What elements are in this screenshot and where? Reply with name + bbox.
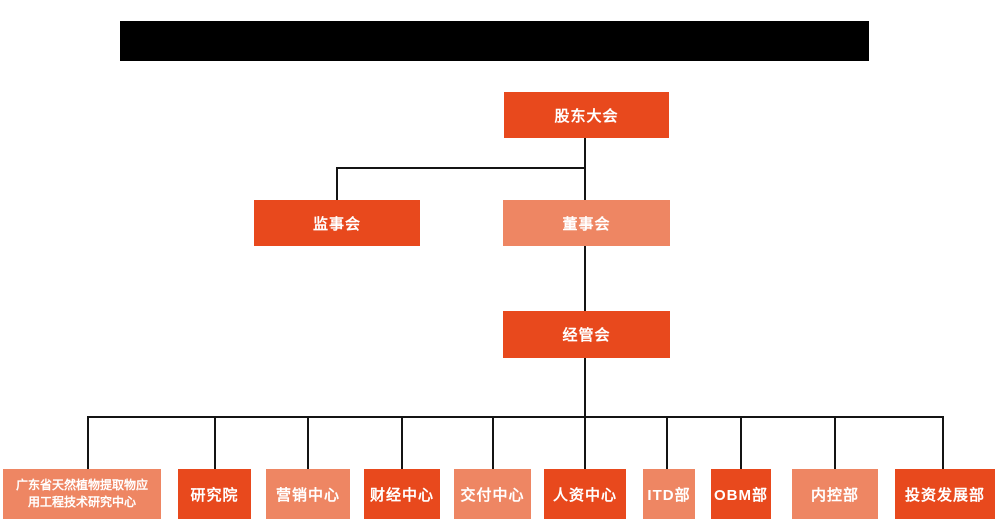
org-node-label: 人资中心 [552,486,617,504]
org-node-board-of-directors: 董事会 [503,200,670,246]
redacted-title-bar [120,21,869,61]
org-node-label: 广东省天然植物提取物应用工程技术研究中心 [15,477,148,509]
org-node-investment-development-department: 投资发展部 [895,469,995,519]
org-node-label: 监事会 [312,215,361,233]
connector-level4-horizontal [87,416,944,418]
org-node-supervisory-board: 监事会 [254,200,420,246]
connector-supervisory-down [336,167,338,201]
connector-board-to-management [584,246,586,312]
org-node-finance-center: 财经中心 [364,469,440,519]
connector-shareholders-down [584,137,586,168]
org-node-internal-control-department: 内控部 [792,469,878,519]
org-node-label: 投资发展部 [904,486,985,504]
connector-management-down [584,358,586,418]
org-node-management-committee: 经管会 [503,311,670,358]
connector-drop-delivery [492,416,494,469]
org-node-obm-department: OBM部 [711,469,771,519]
org-node-label: 股东大会 [554,107,619,125]
connector-drop-investment [942,416,944,469]
org-node-label: 营销中心 [275,486,340,504]
connector-drop-hr [584,416,586,469]
org-node-label: ITD部 [647,486,691,504]
connector-drop-obm [740,416,742,469]
org-node-label: 交付中心 [460,486,525,504]
org-node-guangdong-research-center: 广东省天然植物提取物应用工程技术研究中心 [3,469,161,519]
connector-drop-research-center [87,416,89,469]
org-node-marketing-center: 营销中心 [266,469,350,519]
connector-level2-horizontal [336,167,586,169]
org-node-delivery-center: 交付中心 [454,469,531,519]
connector-drop-marketing [307,416,309,469]
connector-board-down [584,167,586,201]
org-node-label: 经管会 [562,327,611,344]
org-node-hr-center: 人资中心 [544,469,626,519]
org-node-itd-department: ITD部 [643,469,695,519]
connector-drop-research-institute [214,416,216,469]
connector-drop-finance [401,416,403,469]
org-node-research-institute: 研究院 [178,469,251,519]
org-node-label: 研究院 [190,486,239,504]
org-node-shareholders-meeting: 股东大会 [504,92,669,138]
org-node-label: 内控部 [810,486,859,504]
org-node-label: OBM部 [714,486,768,504]
connector-drop-itd [666,416,668,469]
org-node-label: 财经中心 [369,486,434,504]
org-node-label: 董事会 [562,215,611,233]
connector-drop-internal-control [834,416,836,469]
